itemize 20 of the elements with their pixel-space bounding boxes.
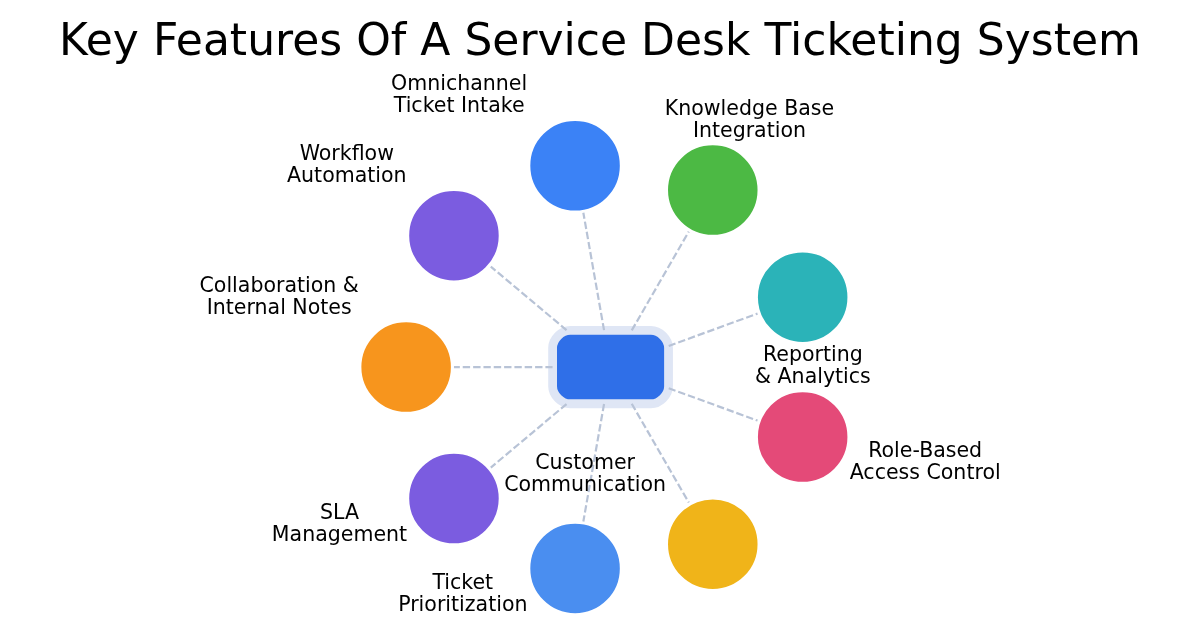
connector (630, 403, 690, 504)
connector (630, 231, 690, 331)
connector (490, 265, 568, 331)
node-label: Knowledge Base Integration (664, 95, 835, 142)
node-label: Workflow Automation (287, 141, 407, 188)
connector (668, 387, 758, 422)
diagram-title: Key Features Of A Service Desk Ticketing System (59, 13, 1141, 65)
node-label: Customer Communication (504, 449, 667, 496)
connector (582, 212, 606, 331)
node-label: Reporting & Analytics (755, 342, 871, 389)
node-label: Ticket Prioritization (398, 569, 528, 616)
connector (490, 403, 568, 469)
node-box (548, 326, 673, 409)
node-label: SLA Management (271, 499, 408, 546)
node-label: Role-Based Access Control (849, 438, 1001, 485)
connector (582, 403, 606, 522)
connector (668, 312, 758, 347)
connector (453, 366, 553, 369)
node-label: Omnichannel Ticket Intake (391, 71, 528, 118)
node-label: Collaboration & Internal Notes (199, 272, 359, 319)
